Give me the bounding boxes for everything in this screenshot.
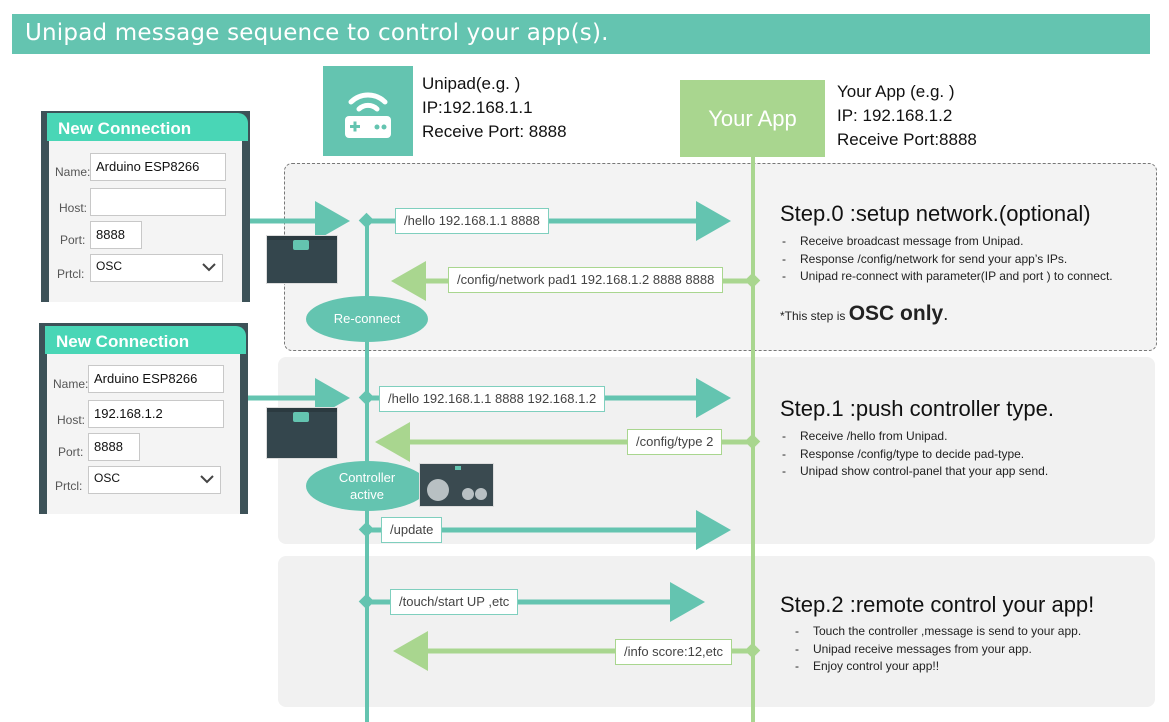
unipad-home-thumbnail-2 [266,407,338,459]
msg-touch: /touch/start UP ,etc [390,589,519,615]
card2-name-field[interactable]: Arduino ESP8266 [88,365,224,393]
card2-host-label: Host: [57,413,86,427]
new-connection-card-1: New Connection Name: Arduino ESP8266 Hos… [41,111,250,302]
reconnect-state: Re-connect [306,296,428,342]
step1-bullet-1: Receive /hello from Unipad. [782,428,1150,446]
chevron-down-icon [202,263,216,272]
step2-bullet-1: Touch the controller ,message is send to… [795,623,1150,641]
msg-hello-1: /hello 192.168.1.1 8888 192.168.1.2 [379,386,606,412]
card2-prtcl-value: OSC [94,471,121,485]
step0-bullet-2: Response /config/network for send your a… [782,251,1150,269]
step0-bullets: Receive broadcast message from Unipad. R… [782,233,1150,286]
card2-port-field[interactable]: 8888 [88,433,140,461]
step0-text: Step.0 :setup network.(optional) Receive… [780,201,1150,326]
note-bold: OSC only [848,301,944,325]
card1-prtcl-select[interactable]: OSC [90,254,223,282]
router-gamepad-icon [323,66,413,156]
card1-host-label: Host: [59,201,88,215]
step2-bullets: Touch the controller ,message is send to… [795,623,1150,676]
note-prefix: *This step is [780,308,849,323]
card1-port-label: Port: [60,233,86,247]
your-app-box: Your App [680,80,825,157]
step2-bullet-3: Enjoy control your app!! [795,658,1150,676]
unipad-info: Unipad(e.g. ) IP:192.168.1.1 Receive Por… [422,72,567,144]
state-line2: active [350,487,384,502]
card2-port-label: Port: [58,445,84,459]
card1-name-field[interactable]: Arduino ESP8266 [90,153,226,181]
unipad-ip: IP:192.168.1.1 [422,98,533,117]
state-line1: Controller [338,470,396,485]
step0-bullet-1: Receive broadcast message from Unipad. [782,233,1150,251]
step1-bullets: Receive /hello from Unipad. Response /co… [782,428,1150,481]
step0-note: *This step is OSC only. [780,302,1150,326]
card1-name-label: Name: [55,165,91,179]
unipad-label: Unipad(e.g. ) [422,74,521,93]
card2-prtcl-select[interactable]: OSC [88,466,221,494]
new-connection-card-2: New Connection Name: Arduino ESP8266 Hos… [39,323,248,514]
app-label: Your App (e.g. ) [837,82,955,101]
controller-active-state: Controller active [306,461,428,511]
card2-name-label: Name: [53,377,89,391]
step1-text: Step.1 :push controller type. Receive /h… [780,396,1150,481]
step1-bullet-2: Response /config/type to decide pad-type… [782,446,1150,464]
msg-config-network: /config/network pad1 192.168.1.2 8888 88… [448,267,724,293]
card2-header: New Connection [45,326,246,354]
step0-title: Step.0 :setup network.(optional) [780,201,1091,226]
msg-hello-0: /hello 192.168.1.1 8888 [395,208,549,234]
card1-prtcl-label: Prtcl: [57,267,85,281]
card1-host-field[interactable] [90,188,226,216]
card2-host-field[interactable]: 192.168.1.2 [88,400,224,428]
title-bar [12,14,1150,54]
card1-prtcl-value: OSC [96,259,123,273]
note-suffix: . [943,303,949,324]
step2-bullet-2: Unipad receive messages from your app. [795,641,1150,659]
card1-header: New Connection [47,113,248,141]
chevron-down-icon [200,475,214,484]
step0-bullet-3: Unipad re-connect with parameter(IP and … [782,268,1150,286]
controller-thumbnail [419,463,494,507]
card2-prtcl-label: Prtcl: [55,479,83,493]
step2-title: Step.2 :remote control your app! [780,592,1095,617]
app-port: Receive Port:8888 [837,130,977,149]
msg-update: /update [381,517,443,543]
msg-info: /info score:12,etc [615,639,732,665]
page-title: Unipad message sequence to control your … [25,20,609,46]
unipad-home-thumbnail [266,235,338,284]
step1-title: Step.1 :push controller type. [780,396,1054,421]
step1-bullet-3: Unipad show control-panel that your app … [782,463,1150,481]
app-ip: IP: 192.168.1.2 [837,106,953,125]
msg-config-type: /config/type 2 [627,429,723,455]
app-info: Your App (e.g. ) IP: 192.168.1.2 Receive… [837,80,977,152]
unipad-port: Receive Port: 8888 [422,122,567,141]
card1-port-field[interactable]: 8888 [90,221,142,249]
step2-text: Step.2 :remote control your app! Touch t… [780,592,1150,676]
